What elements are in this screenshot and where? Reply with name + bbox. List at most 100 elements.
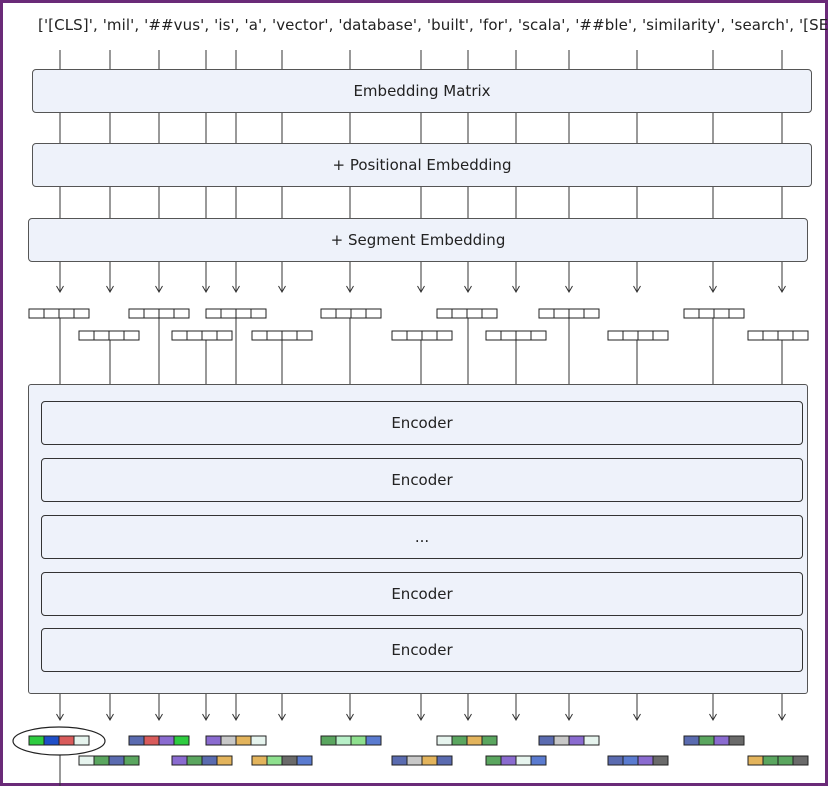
embedding-vector-cell [538, 308, 555, 319]
output-vector-cell [93, 755, 110, 766]
arrow-head [417, 285, 425, 293]
output-vector-cell [698, 735, 715, 746]
embedding-vector-cell [515, 330, 532, 341]
output-vector-cell [108, 755, 125, 766]
output-vector-cell [622, 755, 639, 766]
output-vector-cell [78, 755, 95, 766]
embedding-vector-cell [777, 330, 794, 341]
segment-embedding-layer: + Segment Embedding [28, 218, 808, 262]
output-vector-cell [391, 755, 408, 766]
output-vector-cell [201, 755, 218, 766]
output-vector-cell [350, 735, 367, 746]
embedding-vector-cell [158, 308, 175, 319]
embedding-vector-cell [250, 308, 267, 319]
output-vector-cell [216, 755, 233, 766]
embedding-vector-cell [652, 330, 669, 341]
embedding-vector-cell [698, 308, 715, 319]
embedding-vector-cell [713, 308, 730, 319]
embedding-vector-cell [251, 330, 268, 341]
arrow-head [232, 713, 240, 721]
arrow-head [202, 285, 210, 293]
positional-embedding-layer: + Positional Embedding [32, 143, 812, 187]
embedding-vector-cell [216, 330, 233, 341]
embedding-vector-cell [391, 330, 408, 341]
embedding-vector-cell [296, 330, 313, 341]
embedding-vector-cell [792, 330, 809, 341]
embedding-vector-cell [728, 308, 745, 319]
token-list: ['[CLS]', 'mil', '##vus', 'is', 'a', 've… [38, 16, 828, 34]
encoder-layer-n: Encoder [41, 628, 803, 672]
embedding-vector-cell [205, 308, 222, 319]
embedding-vector-cell [281, 330, 298, 341]
output-vector-cell [43, 735, 60, 746]
embedding-vector-cell [568, 308, 585, 319]
output-vector-cell [637, 755, 654, 766]
arrow-head [106, 285, 114, 293]
embedding-vector-cell [622, 330, 639, 341]
encoder-layer-n-1: Encoder [41, 572, 803, 616]
embedding-vector-cell [266, 330, 283, 341]
output-vector-cell [143, 735, 160, 746]
embedding-vector-cell [171, 330, 188, 341]
output-vector-cell [436, 755, 453, 766]
arrow-head [346, 713, 354, 721]
embedding-vector-cell [530, 330, 547, 341]
arrow-head [346, 285, 354, 293]
output-vector-cell [436, 735, 453, 746]
arrow-head [709, 285, 717, 293]
embedding-vector-cell [201, 330, 218, 341]
encoder-layer-ellipsis: ... [41, 515, 803, 559]
output-vector-cell [205, 735, 222, 746]
embedding-vector-cell [436, 308, 453, 319]
arrow-head [106, 713, 114, 721]
embedding-vector-cell [406, 330, 423, 341]
output-vector-cell [421, 755, 438, 766]
arrow-head [512, 285, 520, 293]
embedding-vector-cell [78, 330, 95, 341]
embedding-vector-cell [235, 308, 252, 319]
embedding-vector-cell [436, 330, 453, 341]
output-vector-cell [568, 735, 585, 746]
encoder-layer-2: Encoder [41, 458, 803, 502]
embedding-vector-cell [553, 308, 570, 319]
output-vector-cell [607, 755, 624, 766]
arrow-head [778, 713, 786, 721]
arrow-head [417, 713, 425, 721]
output-vector-cell [515, 755, 532, 766]
arrow-head [202, 713, 210, 721]
cls-highlight-ellipse [12, 726, 106, 756]
arrow-head [155, 713, 163, 721]
output-vector-cell [186, 755, 203, 766]
embedding-vector-cell [28, 308, 45, 319]
embedding-vector-cell [73, 308, 90, 319]
output-vector-cell [747, 755, 764, 766]
arrow-head [633, 713, 641, 721]
output-vector-cell [281, 755, 298, 766]
output-vector-cell [762, 755, 779, 766]
output-vector-cell [73, 735, 90, 746]
embedding-vector-cell [481, 308, 498, 319]
encoder-stack: Encoder Encoder ... Encoder Encoder [28, 384, 808, 694]
embedding-vector-cell [607, 330, 624, 341]
output-vector-cell [481, 735, 498, 746]
embedding-matrix-layer: Embedding Matrix [32, 69, 812, 113]
embedding-vector-cell [500, 330, 517, 341]
arrow-head [512, 713, 520, 721]
output-vector-cell [235, 735, 252, 746]
output-vector-cell [466, 735, 483, 746]
embedding-vector-cell [173, 308, 190, 319]
embedding-vector-cell [335, 308, 352, 319]
output-vector-cell [320, 735, 337, 746]
output-vector-cell [220, 735, 237, 746]
embedding-vector-cell [466, 308, 483, 319]
output-vector-cell [683, 735, 700, 746]
output-vector-cell [28, 735, 45, 746]
embedding-vector-cell [762, 330, 779, 341]
output-vector-cell [296, 755, 313, 766]
output-vector-cell [553, 735, 570, 746]
encoder-layer-1: Encoder [41, 401, 803, 445]
output-vector-cell [713, 735, 730, 746]
